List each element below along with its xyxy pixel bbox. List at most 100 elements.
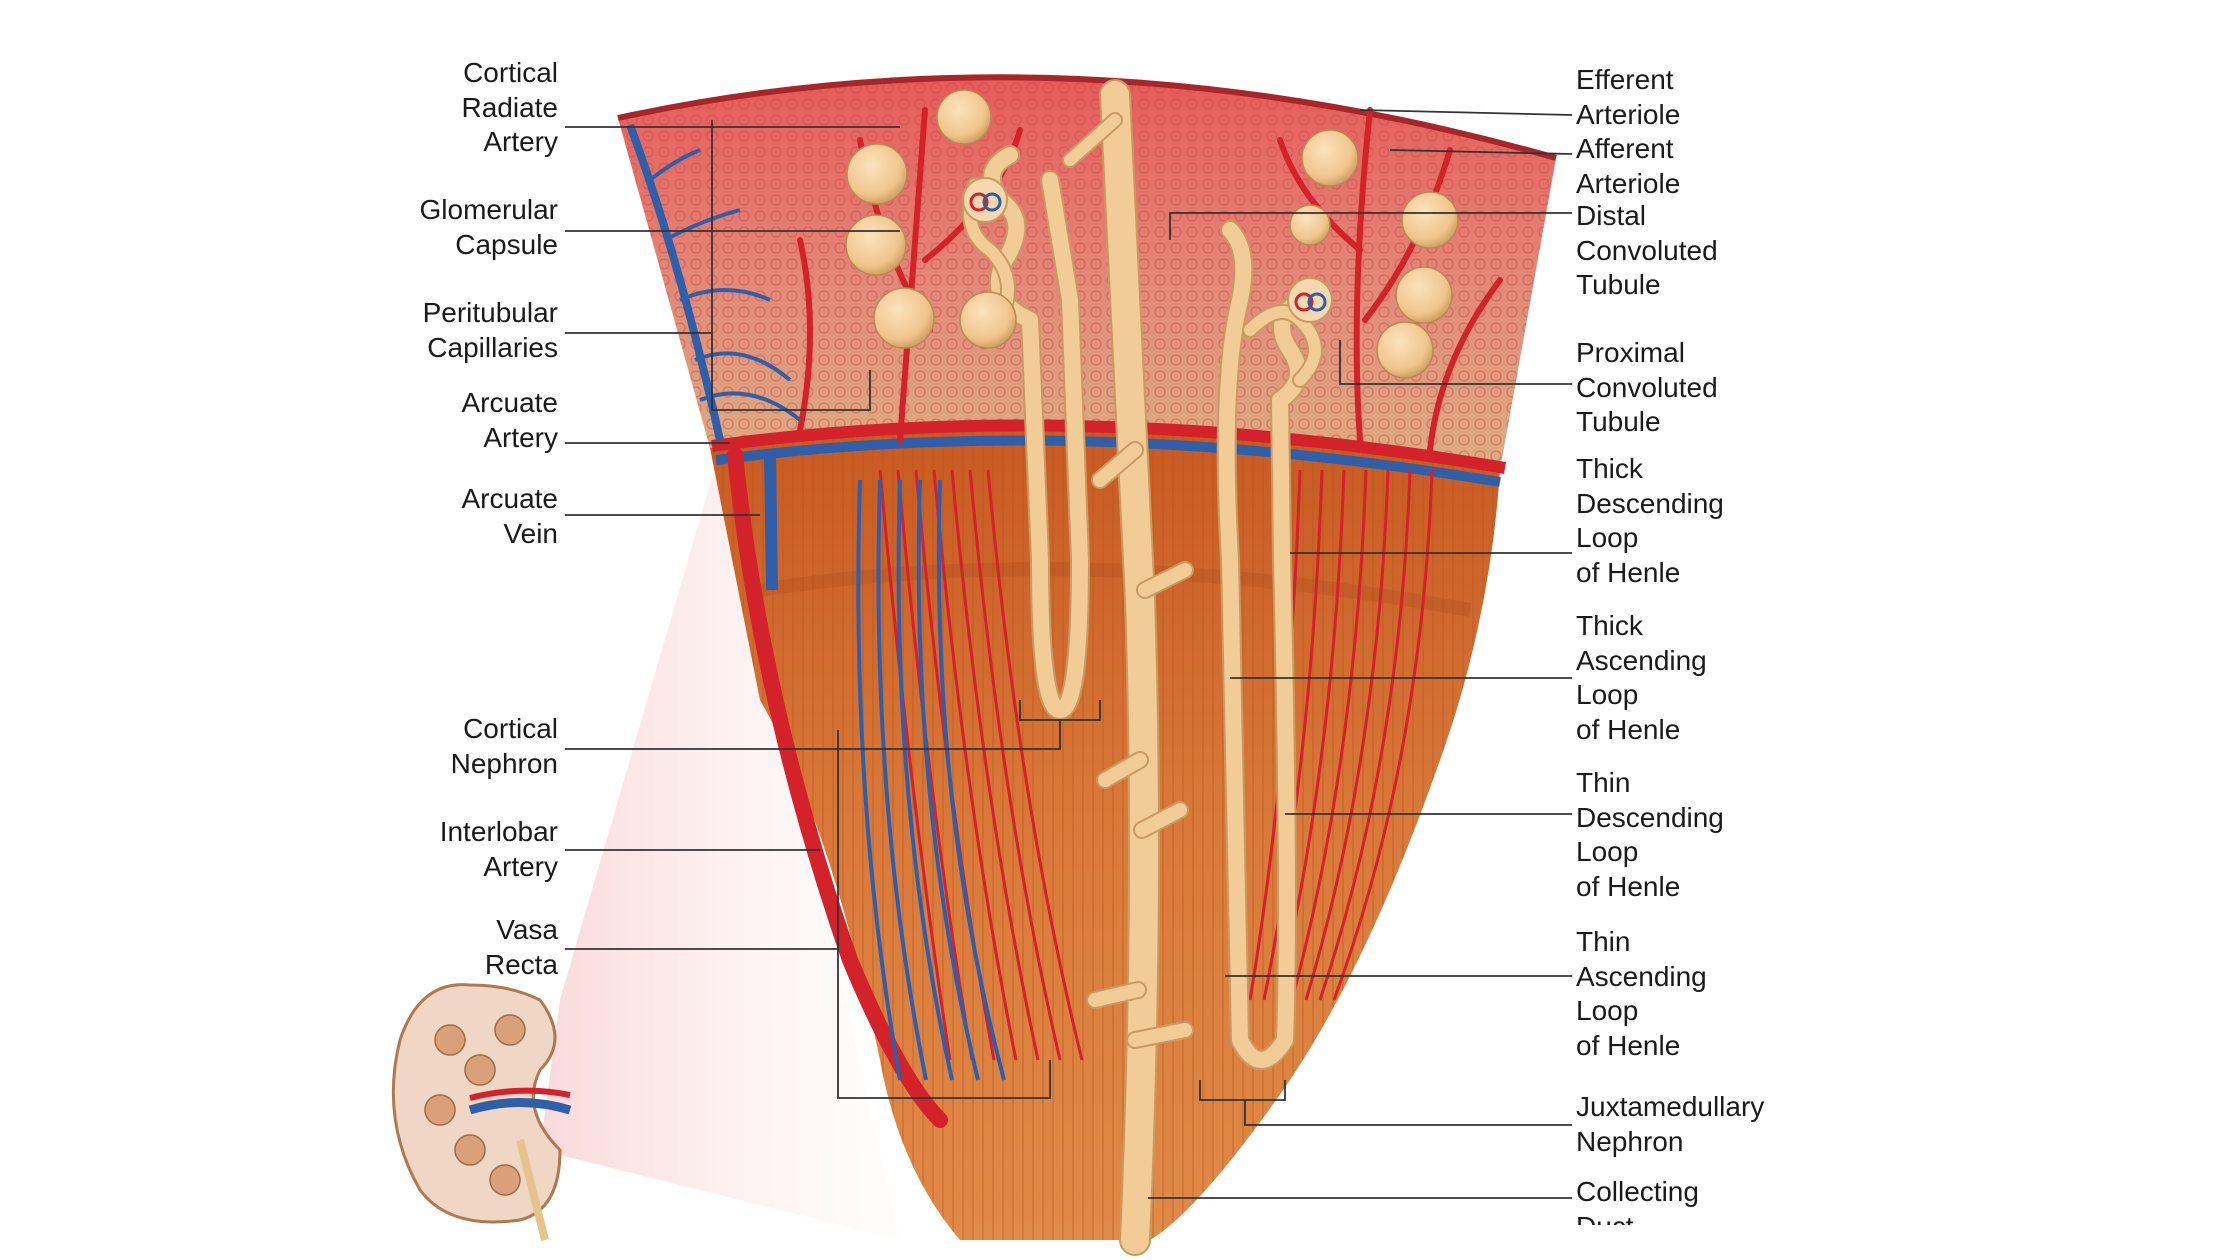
capillary-tuft-red-0 (969, 192, 989, 212)
arcuate-artery-vessel (711, 419, 1507, 474)
label-glomerular-capsule: Glomerular Capsule (419, 194, 558, 260)
cortical-arteriole-3 (1353, 107, 1373, 443)
leader-line-2 (565, 120, 871, 411)
mini-kidney-pyramid-4 (489, 1164, 521, 1196)
mini-kidney-pyramid-5 (494, 1014, 526, 1046)
medulla-striations (710, 428, 1500, 1240)
blood-vessels (626, 107, 1507, 1128)
vasa-recta-artery-5 (968, 469, 1062, 1061)
collecting-branch-4 (1135, 803, 1187, 837)
label-afferent-arteriole: Afferent Arteriole (1576, 133, 1681, 199)
mini-kidney-pyramid-2 (424, 1094, 456, 1126)
arcuate-vein-vessel (715, 435, 1501, 487)
label-arcuate-artery: Arcuate Artery (461, 387, 559, 453)
vasa-recta-artery-4 (950, 469, 1040, 1061)
glomerulus-5 (1301, 129, 1359, 187)
cortical-vein-branch-1 (664, 208, 741, 242)
mini-ureter (516, 1139, 549, 1241)
cortical-nephron-bracket (1019, 700, 1101, 721)
vasa-recta-vein-1 (876, 479, 928, 1081)
label-efferent-arteriole: Efferent Arteriole (1576, 64, 1681, 130)
capillary-tuft-red-1 (1294, 292, 1314, 312)
cortical-arteriole-6 (797, 237, 813, 433)
vasa-recta-vein-4 (936, 479, 1006, 1081)
leader-line-11 (1169, 212, 1572, 240)
glomerulus-8 (1376, 321, 1434, 379)
collecting-branch-6 (1128, 1023, 1192, 1047)
vasa-recta-vein-0 (856, 479, 902, 1081)
label-thick-descending-loop: Thick Descending Loop of Henle (1576, 453, 1724, 588)
capillary-tuft-blue-0 (982, 192, 1002, 212)
right-vasa-recta-3 (1290, 469, 1368, 1001)
glomerulus-0 (846, 143, 908, 205)
glomerulus-9 (1289, 204, 1331, 246)
label-peritubular-capillaries: Peritubular Capillaries (422, 297, 558, 363)
label-juxtamedullary-nephron: Juxtamedullary Nephron (1576, 1091, 1765, 1157)
cortical-vein-branch-2 (679, 288, 771, 302)
collecting-branch-1 (1093, 443, 1142, 487)
collecting-branch-3 (1098, 753, 1147, 787)
leader-line-12 (1339, 340, 1572, 385)
mini-kidney-pyramid-3 (454, 1134, 486, 1166)
juxtamedullary-bracket (1199, 1080, 1286, 1101)
cortical-radiate-vein (626, 123, 724, 441)
renal-capsule (617, 74, 1557, 161)
leader-line-9 (1359, 109, 1573, 116)
cortical-vein-branch-3 (694, 351, 792, 382)
label-thin-descending-loop: Thin Descending Loop of Henle (1576, 767, 1724, 902)
cortical-nephron-tube (984, 147, 1088, 718)
leader-line-5 (565, 720, 1061, 750)
cortical-vein-branch-4 (699, 391, 802, 422)
label-proximal-convoluted-tubule: Proximal Convoluted Tubule (1576, 337, 1718, 437)
vasa-recta-artery-6 (986, 469, 1084, 1061)
leader-lines (565, 109, 1573, 1199)
collecting-branch-0 (1064, 114, 1121, 166)
juxtamedullary-nephron-tube (1218, 222, 1308, 1068)
mini-kidney-icon (391, 983, 572, 1241)
interlobar-artery-vessel (727, 447, 948, 1128)
glomerulus-4 (936, 89, 992, 145)
glomerulus-7 (1395, 266, 1453, 324)
glomerulus-1 (845, 214, 907, 276)
cortical-arteriole-5 (1277, 137, 1363, 253)
cortical-arteriole-7 (1427, 277, 1503, 453)
glomerulus-6 (1401, 191, 1459, 249)
label-cortical-nephron: Cortical Nephron (450, 713, 558, 779)
glomeruli (845, 89, 1459, 379)
zoom-glow-shape (540, 450, 900, 1240)
label-thin-ascending-loop: Thin Ascending Loop of Henle (1576, 926, 1707, 1061)
glomerulus-3 (959, 291, 1017, 349)
label-cortical-radiate-artery: Cortical Radiate Artery (461, 57, 558, 157)
right-vasa-recta-1 (1262, 469, 1324, 1001)
label-thick-ascending-loop: Thick Ascending Loop of Henle (1576, 610, 1707, 745)
mini-kidney-pyramid-1 (464, 1054, 496, 1086)
leader-line-8 (837, 730, 1051, 1099)
vasa-recta-artery-3 (932, 469, 1018, 1061)
collecting-branch-5 (1088, 983, 1145, 1007)
right-vasa-recta-4 (1304, 469, 1390, 1001)
label-distal-convoluted-tubule: Distal Convoluted Tubule (1576, 200, 1718, 300)
vasa-recta-artery-1 (896, 469, 974, 1061)
capillary-tuft-blue-1 (1307, 292, 1327, 312)
label-vasa-recta: Vasa Recta (484, 914, 558, 980)
vasa-recta-vein-2 (896, 479, 954, 1081)
interlobar-vein-vessel (764, 454, 778, 591)
cortical-vein-branch-0 (648, 148, 701, 182)
right-vasa-recta-6 (1332, 469, 1434, 1001)
cortical-arteriole-0 (897, 107, 928, 443)
collecting-branch-2 (1138, 563, 1192, 597)
mini-kidney-pyramid-0 (434, 1024, 466, 1056)
label-interlobar-artery: Interlobar Artery (439, 816, 558, 882)
glomerulus-2 (873, 287, 935, 349)
mini-renal-artery (469, 1087, 571, 1101)
kidney-zoom-glow (540, 450, 900, 1240)
label-arcuate-vein: Arcuate Vein (461, 483, 559, 549)
vasa-recta-vein-3 (916, 479, 980, 1081)
leader-line-10 (1389, 149, 1573, 155)
mini-renal-vein (468, 1098, 572, 1115)
leader-line-17 (1244, 1100, 1572, 1126)
right-vasa-recta-5 (1318, 469, 1412, 1001)
label-collecting-duct: Collecting Duct (1576, 1176, 1699, 1225)
